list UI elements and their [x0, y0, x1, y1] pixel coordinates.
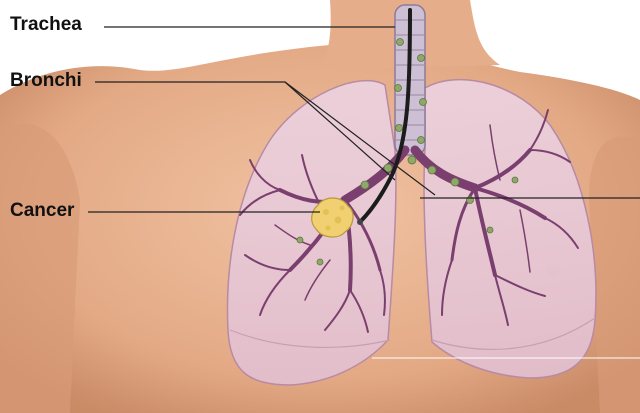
trachea-label: Trachea [10, 15, 82, 34]
bronchi-label: Bronchi [10, 71, 82, 90]
cancer-label: Cancer [10, 201, 74, 220]
